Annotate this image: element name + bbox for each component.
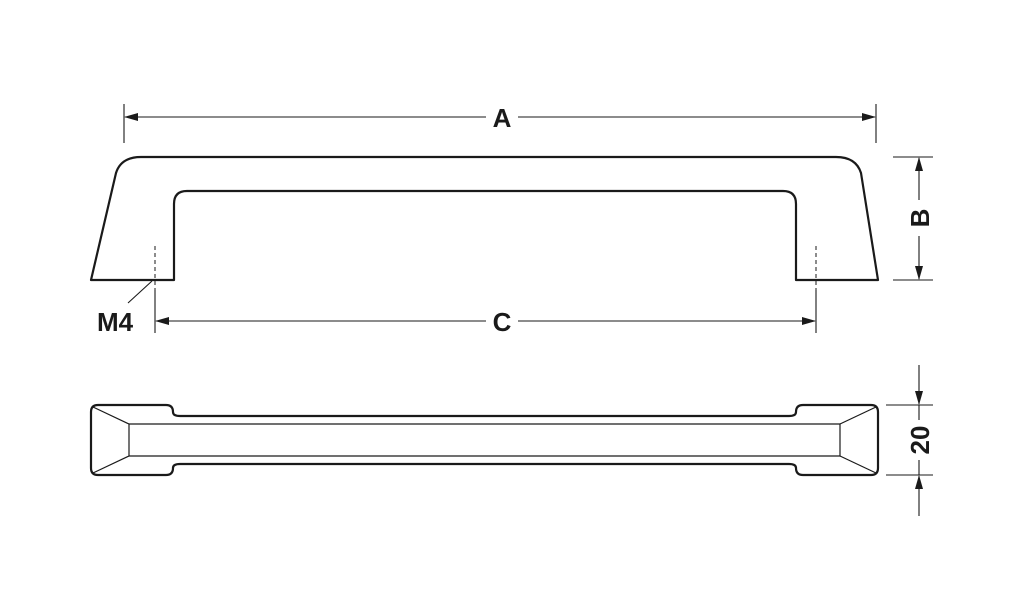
handle-top-view bbox=[89, 403, 880, 477]
handle-side-outline bbox=[89, 155, 880, 282]
label-m4: M4 bbox=[97, 307, 134, 337]
label-a: A bbox=[493, 103, 512, 133]
dimension-a: A bbox=[123, 103, 877, 143]
bevel-left-top bbox=[92, 406, 130, 425]
bevel-left-bottom bbox=[92, 455, 130, 474]
dimension-c: C bbox=[154, 290, 817, 337]
handle-top-face bbox=[128, 423, 841, 457]
handle-top-outline bbox=[89, 403, 880, 477]
label-c: C bbox=[493, 307, 512, 337]
bevel-right-top bbox=[839, 406, 877, 425]
leader-line-m4 bbox=[127, 280, 153, 304]
thread-callout: M4 bbox=[97, 280, 153, 337]
label-b: B bbox=[905, 209, 935, 228]
bevel-right-bottom bbox=[839, 455, 877, 474]
handle-side-view bbox=[89, 155, 880, 290]
dimension-b: B bbox=[893, 156, 935, 281]
label-20: 20 bbox=[905, 426, 935, 455]
label-20-background bbox=[907, 420, 933, 460]
dimension-20: 20 bbox=[886, 365, 935, 516]
